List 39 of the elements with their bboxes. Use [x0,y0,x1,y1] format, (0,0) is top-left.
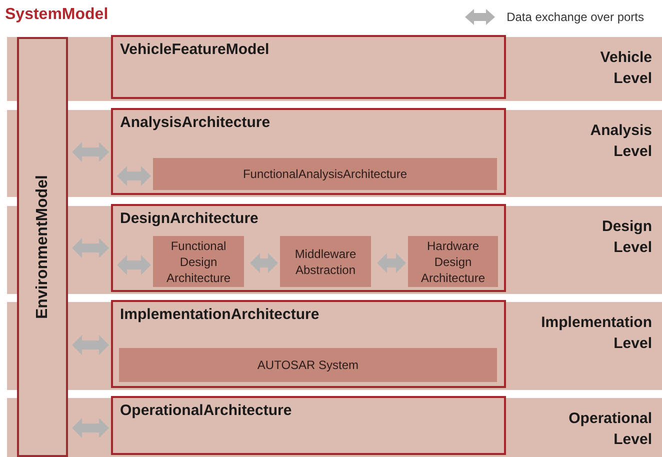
architecture-box [111,204,506,292]
architecture-heading: ImplementationArchitecture [120,305,320,325]
double-arrow [117,166,151,186]
component-box [408,236,498,287]
architecture-heading: DesignArchitecture [120,209,258,229]
double-arrow [377,253,406,273]
architecture-heading: OperationalArchitecture [120,401,292,421]
legend-label: Data exchange over ports [506,9,644,26]
double-arrow [72,142,109,162]
diagram-title: SystemModel [5,5,108,25]
level-label: Implementation Level [541,313,652,354]
level-band [7,37,662,101]
double-arrow [72,238,109,258]
architecture-box [111,396,506,455]
level-label: Operational Level [568,409,652,450]
level-band [7,398,662,457]
component-label: Hardware Design Architecture [420,238,486,286]
component-label: Middleware Abstraction [294,246,358,278]
double-arrow [250,253,278,273]
architecture-heading: VehicleFeatureModel [120,40,270,60]
component-box [280,236,371,287]
level-label: Vehicle Level [600,48,652,89]
double-arrow [72,335,109,355]
component-box [153,158,497,190]
level-label: Design Level [602,217,652,258]
component-label: FunctionalAnalysisArchitecture [242,166,408,182]
component-box [119,348,497,382]
architecture-box [111,300,506,388]
component-box [153,236,244,287]
architecture-box [111,108,506,195]
architecture-heading: AnalysisArchitecture [120,113,270,133]
architecture-box [111,35,506,99]
component-label: Functional Design Architecture [165,238,232,286]
level-label: Analysis Level [590,121,652,162]
environment-box [17,37,68,457]
environment-label: EnvironmentModel [32,175,52,319]
double-arrow [72,418,109,438]
double-arrow [117,255,151,275]
component-label: AUTOSAR System [257,357,359,373]
